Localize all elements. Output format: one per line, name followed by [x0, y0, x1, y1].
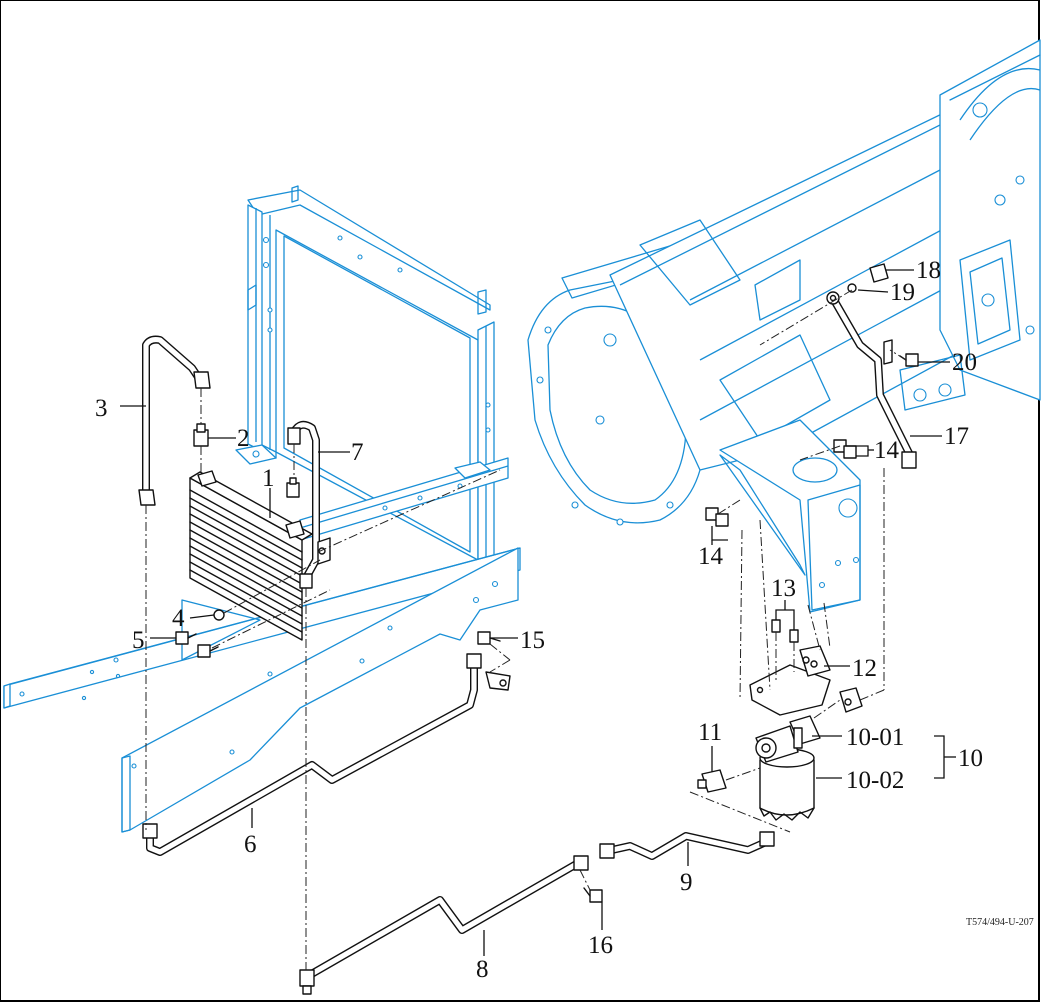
radiator-frame	[235, 185, 495, 583]
callout-4: 4	[172, 605, 185, 632]
oil-cooler	[189, 470, 313, 641]
assembly-lines	[145, 289, 907, 970]
callout-7: 7	[351, 439, 364, 466]
pipe-6	[142, 653, 511, 856]
callout-12: 12	[852, 655, 877, 682]
oil-filter-10	[755, 687, 863, 821]
callout-labels: 3 2 1 7 4 5 6 15 8 9 16 11 10-01 10-02 1…	[95, 257, 983, 983]
callout-19: 16	[588, 932, 613, 959]
callout-10: 10	[958, 745, 983, 772]
callout-20: 20	[952, 349, 977, 376]
callout-5: 5	[132, 627, 145, 654]
callout-14-lower: 14	[698, 543, 724, 570]
callout-10-02: 10-02	[846, 767, 904, 794]
callout-15: 17	[944, 423, 969, 450]
bracket-12	[749, 619, 831, 716]
pipe-7	[287, 420, 331, 589]
frame-rail-front	[121, 547, 519, 833]
pipe-8	[299, 855, 589, 995]
callout-1: 1	[262, 465, 275, 492]
callout-16: 18	[916, 257, 941, 284]
connector-11	[697, 769, 727, 793]
connector-2	[193, 423, 209, 447]
cross-member	[299, 457, 509, 541]
pipe-15	[826, 291, 917, 469]
callout-14-upper: 14	[874, 437, 900, 464]
callout-2: 2	[237, 425, 250, 452]
pipe-9	[599, 831, 775, 860]
pipe-3	[138, 335, 211, 506]
callout-3: 3	[95, 395, 108, 422]
bolt-19	[583, 887, 603, 903]
drawing-code: T574/494-U-207	[966, 917, 1034, 928]
transmission-housing	[527, 39, 1041, 613]
leader-lines	[120, 269, 956, 956]
callout-11: 11	[698, 719, 722, 746]
callout-13: 13	[771, 575, 796, 602]
connector-cooler	[286, 477, 300, 498]
callout-8: 8	[476, 956, 489, 983]
callout-6: 6	[244, 831, 257, 858]
callout-10-01: 10-01	[846, 724, 904, 751]
callout-17: 19	[890, 279, 915, 306]
callout-9: 9	[680, 869, 693, 896]
callout-18: 15	[520, 627, 545, 654]
fasteners-4-5	[175, 609, 225, 658]
